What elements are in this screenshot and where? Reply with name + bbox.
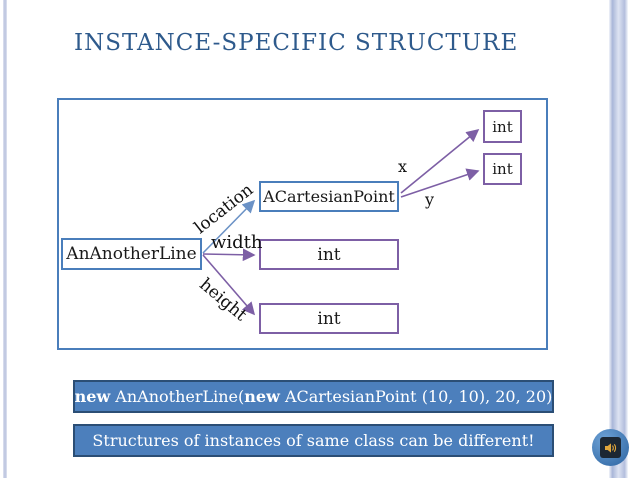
note-banner: Structures of instances of same class ca… [73, 424, 554, 457]
code-keyword: new [74, 387, 111, 406]
edge-label-width: width [211, 232, 263, 253]
left-border-rule [3, 0, 7, 478]
box-int-width: int [259, 239, 399, 270]
box-label: int [317, 244, 341, 265]
box-acartesianpoint: ACartesianPoint [259, 181, 399, 212]
box-label: int [492, 117, 513, 136]
code-keyword: new [244, 387, 280, 406]
box-ananotherline: AnAnotherLine [61, 238, 202, 270]
code-banner: new AnAnotherLine(new ACartesianPoint (1… [73, 380, 554, 413]
note-text: Structures of instances of same class ca… [92, 431, 535, 450]
code-text: ACartesianPoint (10, 10), 20, 20) [279, 387, 553, 406]
audio-button[interactable] [592, 429, 629, 466]
box-int-x: int [483, 110, 522, 143]
box-int-height: int [259, 303, 399, 334]
box-int-y: int [483, 153, 522, 185]
speaker-icon [600, 437, 621, 458]
box-label: int [492, 160, 513, 178]
code-text: AnAnotherLine( [110, 387, 245, 406]
box-label: ACartesianPoint [263, 187, 395, 206]
box-label: AnAnotherLine [66, 244, 197, 264]
box-label: int [317, 308, 341, 329]
edge-label-y: y [425, 190, 435, 209]
edge-label-x: x [398, 157, 408, 176]
right-border-rule [609, 0, 628, 478]
slide-title: INSTANCE-SPECIFIC STRUCTURE [74, 30, 519, 56]
